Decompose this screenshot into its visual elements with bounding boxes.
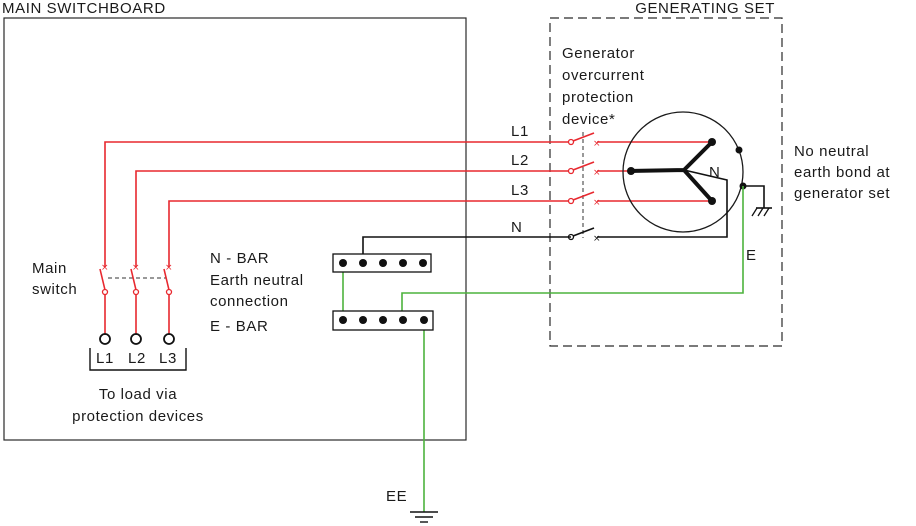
svg-text:×: × [593, 168, 601, 178]
svg-text:×: × [593, 234, 601, 244]
generator-alternator [597, 111, 772, 238]
generator-neutral-label: N [709, 164, 720, 181]
n-bar-label: N - BAR [210, 250, 269, 267]
generating-set-enclosure [549, 17, 783, 347]
protection-label-3: protection [562, 89, 634, 106]
line-l3-label: L3 [511, 182, 529, 199]
earth-neutral-label-2: connection [210, 293, 289, 310]
generator-earth-label: E [746, 247, 757, 264]
load-bracket [89, 348, 187, 371]
earth-electrode-label: EE [386, 488, 407, 505]
load-note-2: protection devices [72, 408, 204, 425]
main-switch-label-2: switch [32, 281, 77, 298]
earth-electrode-symbol [410, 511, 438, 523]
protection-label-1: Generator [562, 45, 635, 62]
phase-l1-wire [104, 141, 571, 267]
star-winding [630, 140, 714, 203]
phase-l2-wire [135, 170, 571, 267]
no-bond-note-1: No neutral [794, 143, 869, 160]
phase-conductors [104, 141, 712, 267]
main-switch-label-1: Main [32, 260, 67, 277]
terminal-l1-label: L1 [96, 350, 114, 367]
protection-label-4: device* [562, 111, 615, 128]
main-switchboard-enclosure [3, 17, 467, 441]
load-note-1: To load via [99, 386, 177, 403]
protection-label-2: overcurrent [562, 67, 645, 84]
generator-circle [622, 111, 744, 233]
phase-l3-wire [168, 200, 571, 267]
svg-text:×: × [593, 139, 601, 149]
e-bar-label: E - BAR [210, 318, 268, 335]
terminal-l3-label: L3 [159, 350, 177, 367]
earth-neutral-label-1: Earth neutral [210, 272, 304, 289]
generator-earth-conductor [401, 186, 744, 320]
main-switch: × × × [99, 263, 175, 345]
generator-protection-device: × × × × [567, 132, 601, 244]
line-l2-label: L2 [511, 152, 529, 169]
svg-text:×: × [165, 263, 173, 273]
line-l1-label: L1 [511, 123, 529, 140]
svg-text:×: × [101, 263, 109, 273]
no-bond-note-2: earth bond at [794, 164, 890, 181]
main-switchboard-title: MAIN SWITCHBOARD [2, 0, 166, 17]
svg-text:×: × [593, 198, 601, 208]
n-bar [332, 253, 432, 273]
svg-text:×: × [132, 263, 140, 273]
frame-earth-wire [743, 185, 765, 208]
e-bar [332, 310, 434, 331]
terminal-l2-label: L2 [128, 350, 146, 367]
line-n-label: N [511, 219, 522, 236]
generating-set-title: GENERATING SET [635, 0, 775, 17]
no-bond-note-3: generator set [794, 185, 890, 202]
generator-neutral-wire [597, 169, 728, 238]
